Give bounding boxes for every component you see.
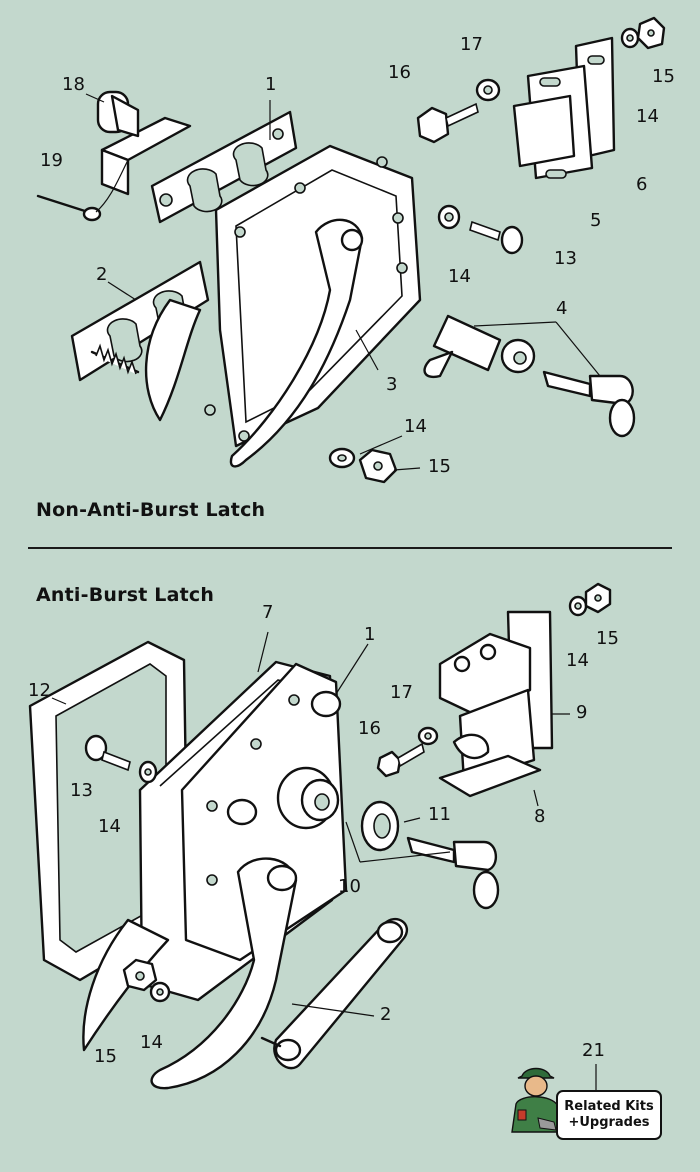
callout-top-14-lower: 14 bbox=[404, 416, 427, 437]
part-2-link bbox=[260, 917, 408, 1070]
callout-top-19: 19 bbox=[40, 150, 63, 171]
part-15-nut-bottom-left bbox=[122, 958, 158, 992]
part-11-bush bbox=[360, 800, 400, 852]
part-5-striker-block bbox=[512, 64, 594, 180]
related-kits-link[interactable]: Related Kits +Upgrades bbox=[556, 1090, 662, 1140]
section-title-non-anti-burst: Non-Anti-Burst Latch bbox=[36, 499, 266, 521]
callout-top-16: 16 bbox=[388, 62, 411, 83]
callout-bottom-2: 2 bbox=[380, 1004, 392, 1025]
part-10-key bbox=[406, 836, 500, 910]
part-19-pin bbox=[36, 159, 129, 222]
part-14-washer-lower bbox=[328, 447, 356, 469]
callout-bottom-17: 17 bbox=[390, 682, 413, 703]
part-16-bolt-bottom bbox=[376, 742, 425, 778]
callout-bottom-14-lower-left: 14 bbox=[140, 1032, 163, 1053]
callout-top-6: 6 bbox=[636, 174, 648, 195]
callout-top-13: 13 bbox=[554, 248, 577, 269]
callout-bottom-15-left: 15 bbox=[94, 1046, 117, 1067]
callout-bottom-12: 12 bbox=[28, 680, 51, 701]
part-13-bolt bbox=[469, 220, 524, 255]
callout-bottom-8: 8 bbox=[534, 806, 546, 827]
section-title-anti-burst: Anti-Burst Latch bbox=[36, 584, 215, 606]
part-1-plate-bottom bbox=[180, 662, 348, 962]
part-15-nut-bottom-right bbox=[584, 582, 612, 614]
part-14-washer-bottom-right bbox=[568, 595, 588, 617]
part-16-bolt bbox=[416, 102, 479, 144]
section-divider bbox=[28, 547, 672, 549]
related-kits-badge[interactable]: Related Kits +Upgrades bbox=[504, 1062, 662, 1140]
mascot-icon bbox=[511, 1067, 561, 1133]
part-14-washer-mid bbox=[437, 204, 461, 230]
part-3-latch-body bbox=[144, 144, 422, 468]
callout-top-2: 2 bbox=[96, 264, 108, 285]
part-18-striker bbox=[85, 90, 192, 196]
part-10-lock-barrel bbox=[276, 766, 340, 830]
callout-top-3: 3 bbox=[386, 374, 398, 395]
related-upgrades-label: +Upgrades bbox=[568, 1115, 650, 1130]
callout-top-15: 15 bbox=[652, 66, 675, 87]
callout-bottom-14-left: 14 bbox=[98, 816, 121, 837]
part-13-bolt-bottom bbox=[84, 734, 131, 772]
callout-top-14: 14 bbox=[636, 106, 659, 127]
part-4-key bbox=[542, 370, 636, 438]
part-17-washer bbox=[475, 78, 501, 102]
part-4-lock bbox=[423, 314, 601, 379]
part-17-washer-bottom bbox=[417, 726, 439, 746]
callout-top-17: 17 bbox=[460, 34, 483, 55]
callout-bottom-21: 21 bbox=[582, 1040, 605, 1061]
part-1-plate bbox=[150, 110, 298, 224]
callout-top-14-mid: 14 bbox=[448, 266, 471, 287]
callout-bottom-1: 1 bbox=[364, 624, 376, 645]
callout-top-15-lower: 15 bbox=[428, 456, 451, 477]
part-15-nut-lower bbox=[358, 448, 398, 484]
leader-lines bbox=[51, 100, 597, 1090]
callout-bottom-13: 13 bbox=[70, 780, 93, 801]
callout-bottom-10: 10 bbox=[338, 876, 361, 897]
callout-bottom-16: 16 bbox=[358, 718, 381, 739]
part-14-washer-top-right bbox=[620, 27, 640, 49]
part-14-washer-bottom-left bbox=[149, 981, 171, 1003]
callout-top-1: 1 bbox=[265, 74, 277, 95]
callout-bottom-9: 9 bbox=[576, 702, 588, 723]
part-14-washer-bottom bbox=[138, 760, 158, 784]
callout-bottom-14-right: 14 bbox=[566, 650, 589, 671]
callout-bottom-15-right: 15 bbox=[596, 628, 619, 649]
callout-top-4: 4 bbox=[556, 298, 568, 319]
callout-bottom-11: 11 bbox=[428, 804, 451, 825]
part-8-striker bbox=[438, 632, 542, 798]
part-2-plate bbox=[70, 260, 210, 382]
callout-bottom-7: 7 bbox=[262, 602, 274, 623]
callout-top-18: 18 bbox=[62, 74, 85, 95]
part-15-nut-top-right bbox=[636, 16, 666, 50]
callout-top-5: 5 bbox=[590, 210, 602, 231]
related-kits-label: Related Kits bbox=[564, 1098, 654, 1114]
